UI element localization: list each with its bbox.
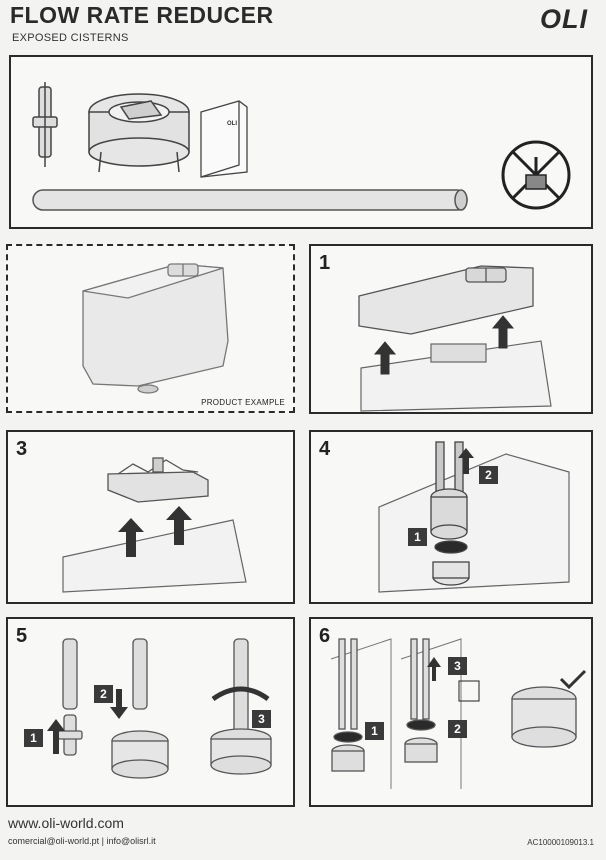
- contact-emails[interactable]: comercial@oli-world.pt | info@olisrl.it: [8, 836, 156, 846]
- step-number: 3: [16, 438, 28, 460]
- step-number: 1: [319, 252, 331, 274]
- manual-booklet-icon: [200, 100, 248, 178]
- direction-arrows-icon: [427, 657, 441, 681]
- kit-contents-illustration: OLI: [32, 82, 571, 211]
- step-4-illustration: [378, 441, 570, 593]
- step-number: 6: [319, 625, 331, 647]
- step-3-panel: 3: [6, 430, 295, 604]
- step-6-illustration: [330, 638, 587, 789]
- step-number: 4: [319, 438, 331, 460]
- product-example-panel: PRODUCT EXAMPLE: [6, 244, 295, 413]
- rotate-arrow-icon: [211, 686, 270, 702]
- lift-arrows-icon: [373, 315, 515, 375]
- product-example-caption: PRODUCT EXAMPLE: [201, 398, 285, 407]
- check-mark-icon: [559, 669, 587, 690]
- step-badge-3: 3: [252, 710, 271, 728]
- lift-arrow-icon: [458, 448, 474, 474]
- step-5-illustration: [47, 638, 272, 779]
- step-5-panel: 5 1 2 3: [6, 617, 295, 807]
- tube-icon: [32, 189, 468, 211]
- step-badge-1: 1: [365, 722, 384, 740]
- step-badge-2: 2: [479, 466, 498, 484]
- step-number: 5: [16, 625, 28, 647]
- step-badge-2: 2: [94, 685, 113, 703]
- brand-logo: OLI: [540, 4, 588, 34]
- step-3-illustration: [62, 457, 247, 593]
- step-6-panel: 6 1 2 3: [309, 617, 593, 807]
- document-code: AC10000109013.1: [527, 838, 594, 847]
- cistern-example-illustration: [82, 263, 229, 394]
- step-badge-2: 2: [448, 720, 467, 738]
- step-badge-1: 1: [24, 729, 43, 747]
- document-title: FLOW RATE REDUCER: [10, 2, 274, 28]
- step-badge-3: 3: [448, 657, 467, 675]
- direction-arrows-icon: [47, 689, 128, 754]
- step-1-illustration: [358, 265, 552, 412]
- website-link[interactable]: www.oli-world.com: [8, 815, 124, 831]
- insert-arrows-icon: [118, 506, 192, 557]
- step-1-panel: 1: [309, 244, 593, 414]
- manual-label: OLI: [227, 121, 237, 127]
- kit-contents-panel: OLI: [9, 55, 593, 229]
- step-badge-1: 1: [408, 528, 427, 546]
- no-tools-prohibition-icon: [501, 140, 571, 210]
- clip-part-icon: [32, 82, 58, 167]
- reducer-ring-icon: [88, 93, 190, 173]
- step-4-panel: 4 1 2: [309, 430, 593, 604]
- document-subtitle: EXPOSED CISTERNS: [12, 32, 129, 44]
